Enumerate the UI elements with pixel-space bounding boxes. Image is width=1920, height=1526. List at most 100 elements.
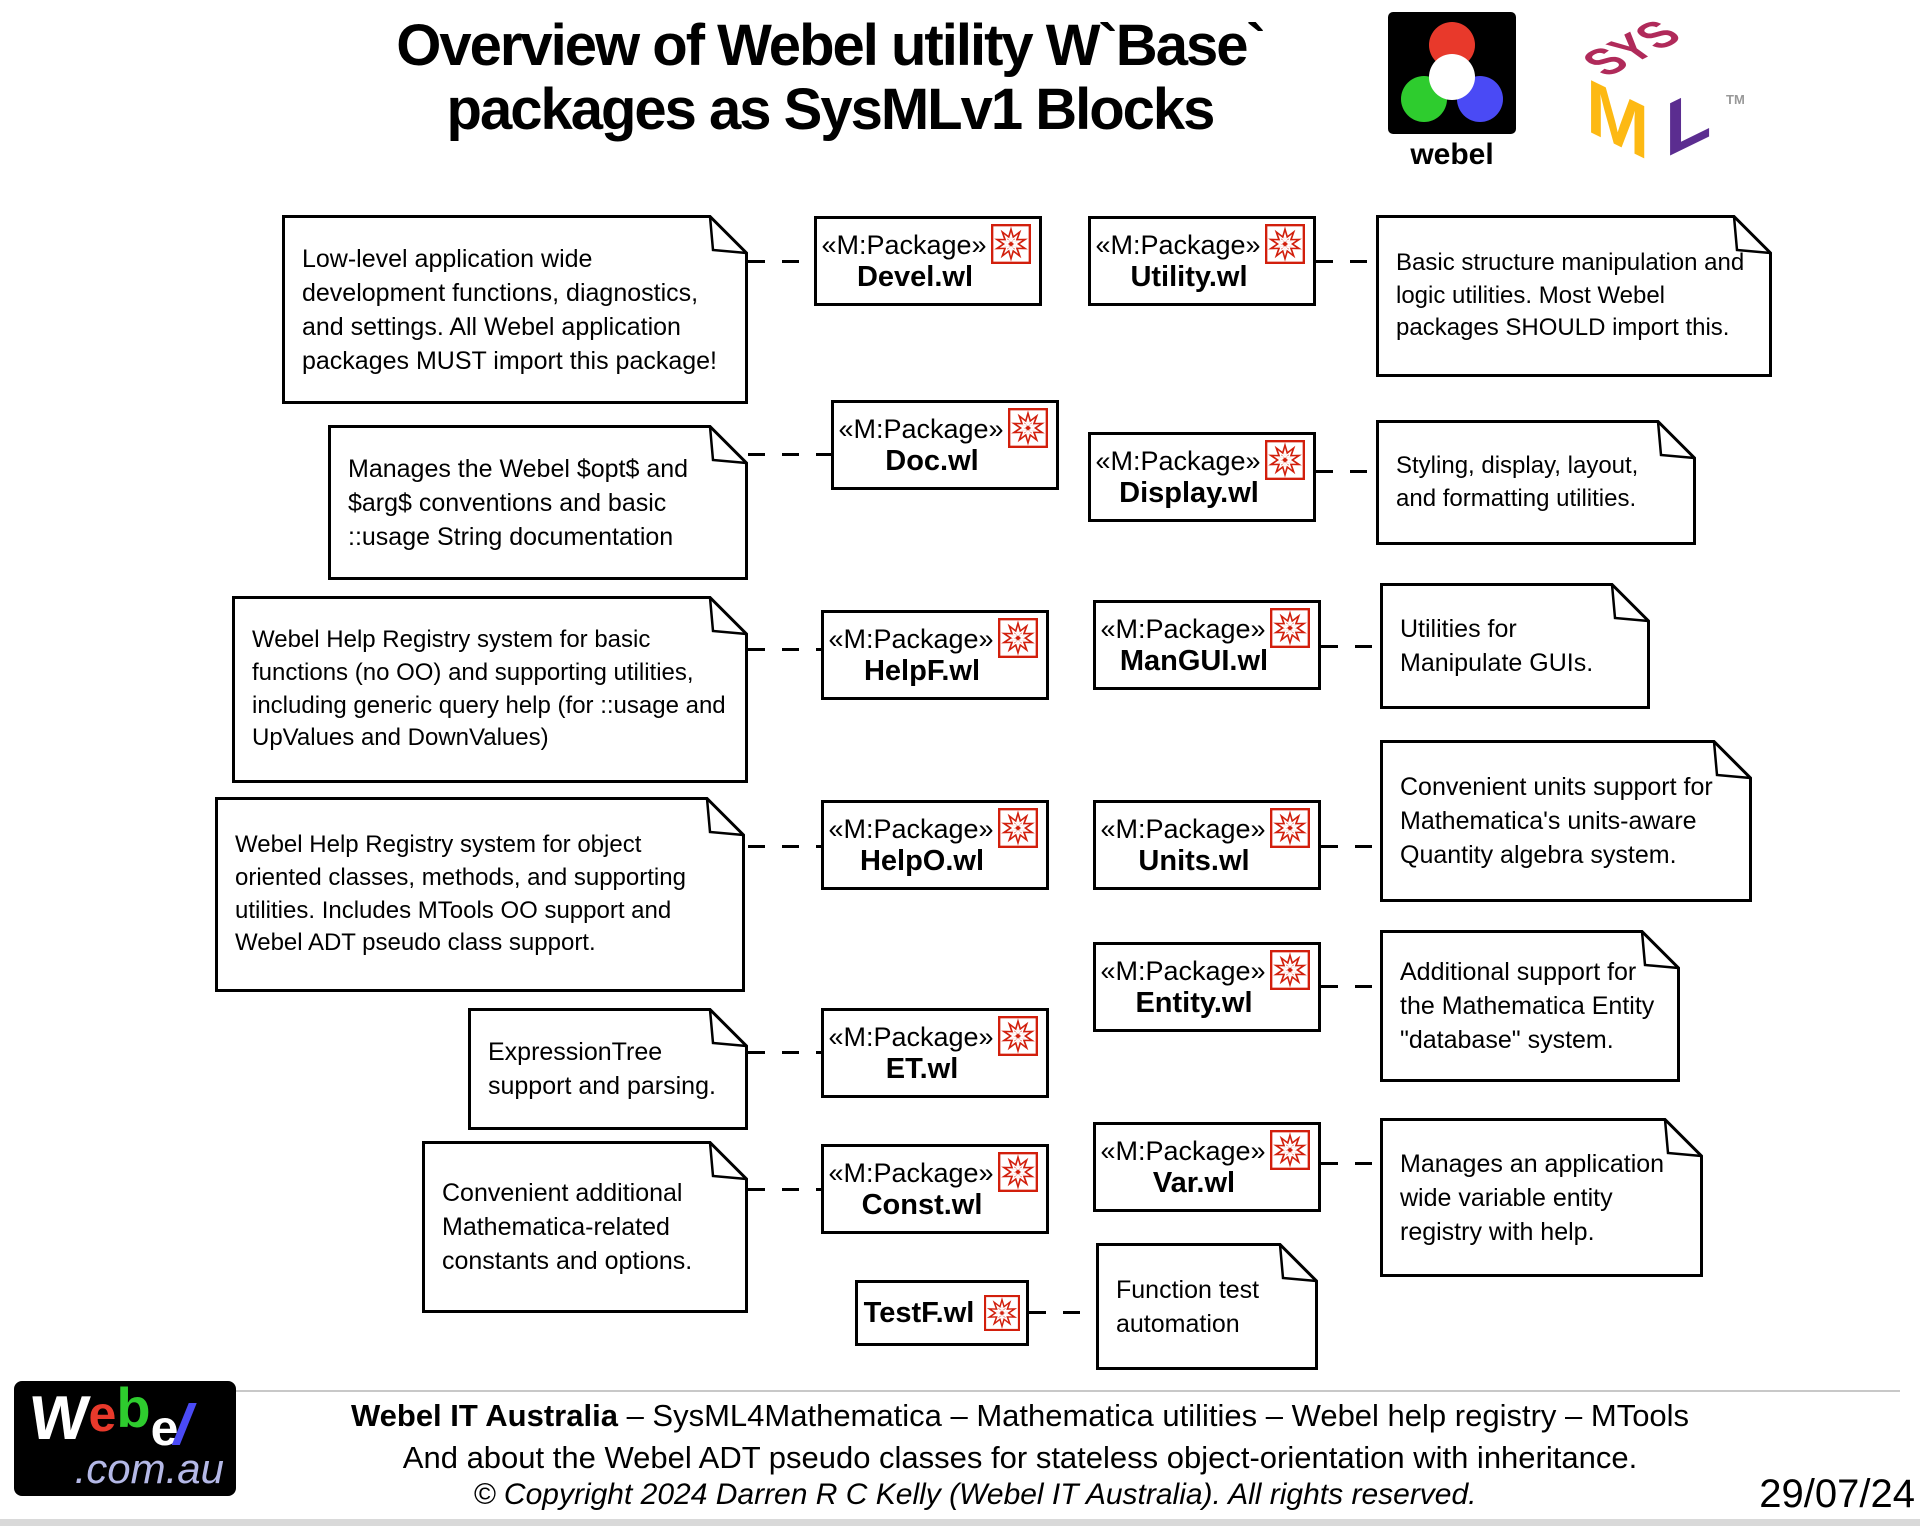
- package-name: Display.wl: [1119, 476, 1259, 509]
- package-stereotype: «M:Package»: [828, 1021, 994, 1052]
- dependency-connector: [1321, 845, 1380, 848]
- footer-copyright: © Copyright 2024 Darren R C Kelly (Webel…: [473, 1478, 1477, 1511]
- note-text: Manages an application wide variable ent…: [1400, 1149, 1665, 1246]
- mathematica-spikey-icon: [1265, 440, 1305, 480]
- package-stereotype: «M:Package»: [838, 413, 1004, 444]
- footer-company: Webel IT Australia: [350, 1398, 618, 1433]
- package-name: ManGUI.wl: [1119, 644, 1269, 677]
- package-name: Var.wl: [1152, 1166, 1236, 1199]
- page-title-line1: Overview of Webel utility W`Base`: [396, 13, 1266, 78]
- note-const-description: Convenient additional Mathematica-relate…: [422, 1141, 748, 1313]
- package-helpf: «M:Package» HelpF.wl: [821, 610, 1049, 700]
- note-text: Basic structure manipulation and logic u…: [1396, 249, 1745, 342]
- footer-separator: [20, 1390, 1900, 1392]
- note-text: Styling, display, layout, and formatting…: [1396, 451, 1639, 512]
- package-stereotype: «M:Package»: [828, 813, 994, 844]
- package-name: Entity.wl: [1135, 986, 1253, 1019]
- dependency-connector: [748, 1051, 821, 1054]
- page-title: Overview of Webel utility W`Base` packag…: [0, 14, 1660, 142]
- sysml-logo-m: M: [1586, 62, 1649, 171]
- package-name: Units.wl: [1138, 844, 1250, 877]
- package-name: Const.wl: [861, 1188, 983, 1221]
- mathematica-spikey-icon: [998, 808, 1038, 848]
- note-text: Function test automation: [1116, 1275, 1260, 1338]
- package-stereotype: «M:Package»: [1095, 445, 1261, 476]
- sysml-logo: SYS M L TM: [1570, 12, 1745, 171]
- package-stereotype: «M:Package»: [1100, 613, 1266, 644]
- page-title-line2: packages as SysMLv1 Blocks: [446, 77, 1216, 142]
- note-text: Convenient additional Mathematica-relate…: [442, 1179, 693, 1275]
- mathematica-spikey-icon: [998, 1152, 1038, 1192]
- package-stereotype: «M:Package»: [821, 229, 987, 260]
- note-text: Low-level application wide development f…: [302, 244, 718, 375]
- package-stereotype: «M:Package»: [828, 623, 994, 654]
- note-helpo-description: Webel Help Registry system for object or…: [215, 797, 745, 992]
- mathematica-spikey-icon: [984, 1295, 1021, 1331]
- package-stereotype: «M:Package»: [1100, 813, 1266, 844]
- mathematica-spikey-icon: [1270, 808, 1310, 848]
- webel-logo: webel: [1388, 12, 1516, 172]
- wordmark-letter: W: [26, 1384, 93, 1453]
- mathematica-spikey-icon: [1008, 408, 1048, 448]
- dependency-connector: [1316, 260, 1376, 263]
- package-stereotype: «M:Package»: [1100, 1135, 1266, 1166]
- package-display: «M:Package» Display.wl: [1088, 432, 1316, 522]
- footer-line1: Webel IT Australia – SysML4Mathematica –…: [120, 1398, 1920, 1434]
- wordmark-letter: b: [116, 1381, 151, 1439]
- dependency-connector: [1029, 1311, 1096, 1314]
- package-stereotype: «M:Package»: [828, 1157, 994, 1188]
- note-display-description: Styling, display, layout, and formatting…: [1376, 420, 1696, 545]
- sysml-logo-tm: TM: [1726, 92, 1745, 107]
- wordmark-domain: .com.au: [74, 1445, 224, 1492]
- webel-logo-icon: [1388, 12, 1516, 134]
- note-text: Utilities for Manipulate GUIs.: [1400, 615, 1594, 677]
- mathematica-spikey-icon: [1270, 1130, 1310, 1170]
- webel-com-au-logo: Webel .com.au: [14, 1381, 236, 1496]
- package-name: HelpF.wl: [863, 654, 980, 687]
- footer-tagline: – SysML4Mathematica – Mathematica utilit…: [617, 1398, 1690, 1433]
- footer-date: 29/07/24: [1759, 1472, 1915, 1516]
- note-units-description: Convenient units support for Mathematica…: [1380, 740, 1752, 902]
- mathematica-spikey-icon: [998, 618, 1038, 658]
- note-utility-description: Basic structure manipulation and logic u…: [1376, 215, 1772, 377]
- package-name: ET.wl: [885, 1052, 959, 1085]
- package-name: Doc.wl: [885, 444, 979, 477]
- dependency-connector: [748, 845, 821, 848]
- note-testf-description: Function test automation: [1096, 1243, 1318, 1370]
- package-stereotype: «M:Package»: [1100, 955, 1266, 986]
- package-entity: «M:Package» Entity.wl: [1093, 942, 1321, 1032]
- package-stereotype: «M:Package»: [1095, 229, 1261, 260]
- note-helpf-description: Webel Help Registry system for basic fun…: [232, 596, 748, 783]
- sysml-logo-l: L: [1665, 67, 1711, 171]
- wordmark-letter: e: [150, 1400, 179, 1456]
- mathematica-spikey-icon: [1265, 224, 1305, 264]
- dependency-connector: [748, 1188, 821, 1191]
- note-et-description: ExpressionTree support and parsing.: [468, 1008, 748, 1130]
- footer-line2: And about the Webel ADT pseudo classes f…: [402, 1440, 1638, 1475]
- note-text: Manages the Webel $opt$ and $arg$ conven…: [348, 454, 689, 551]
- webel-logo-label: webel: [1410, 138, 1494, 171]
- mathematica-spikey-icon: [998, 1016, 1038, 1056]
- package-doc: «M:Package» Doc.wl: [831, 400, 1059, 490]
- package-mangui: «M:Package» ManGUI.wl: [1093, 600, 1321, 690]
- note-text: Webel Help Registry system for object or…: [235, 831, 686, 957]
- package-name: HelpO.wl: [859, 844, 985, 877]
- note-devel-description: Low-level application wide development f…: [282, 215, 748, 404]
- dependency-connector: [748, 453, 831, 456]
- mathematica-spikey-icon: [1270, 608, 1310, 648]
- note-text: Webel Help Registry system for basic fun…: [252, 626, 726, 752]
- dependency-connector: [1316, 470, 1376, 473]
- webel-wordmark-text: Webel: [26, 1381, 205, 1458]
- note-doc-description: Manages the Webel $opt$ and $arg$ conven…: [328, 425, 748, 580]
- package-name: Utility.wl: [1130, 260, 1248, 293]
- package-devel: «M:Package» Devel.wl: [814, 216, 1042, 306]
- package-var: «M:Package» Var.wl: [1093, 1122, 1321, 1212]
- package-utility: «M:Package» Utility.wl: [1088, 216, 1316, 306]
- dependency-connector: [1321, 985, 1380, 988]
- dependency-connector: [748, 648, 821, 651]
- note-mangui-description: Utilities for Manipulate GUIs.: [1380, 583, 1650, 709]
- package-et: «M:Package» ET.wl: [821, 1008, 1049, 1098]
- dependency-connector: [1321, 645, 1380, 648]
- note-text: ExpressionTree support and parsing.: [488, 1038, 716, 1100]
- wordmark-letter: e: [88, 1386, 117, 1442]
